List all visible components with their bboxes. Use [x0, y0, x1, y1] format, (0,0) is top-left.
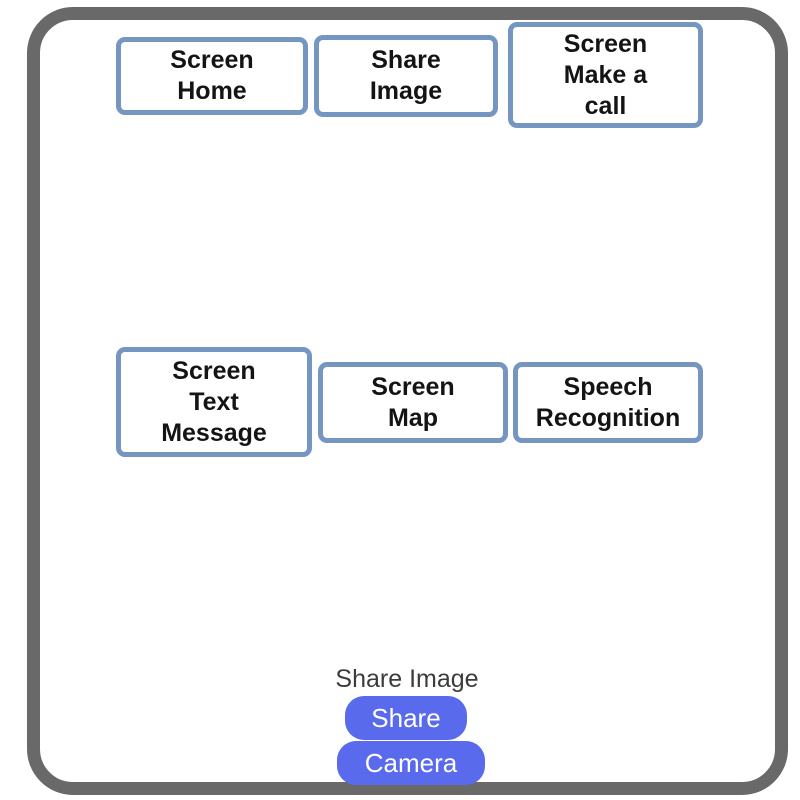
camera-button[interactable]: Camera	[337, 741, 485, 785]
nav-button-screen-make-a-call[interactable]: Screen Make a call	[508, 22, 703, 128]
nav-button-screen-home[interactable]: Screen Home	[116, 37, 308, 115]
nav-button-screen-text-message[interactable]: Screen Text Message	[116, 347, 312, 457]
nav-button-share-image[interactable]: Share Image	[314, 35, 498, 117]
nav-button-speech-recognition[interactable]: Speech Recognition	[513, 362, 703, 443]
nav-button-screen-map[interactable]: Screen Map	[318, 362, 508, 443]
share-image-caption: Share Image	[335, 665, 479, 693]
share-button[interactable]: Share	[345, 696, 467, 740]
